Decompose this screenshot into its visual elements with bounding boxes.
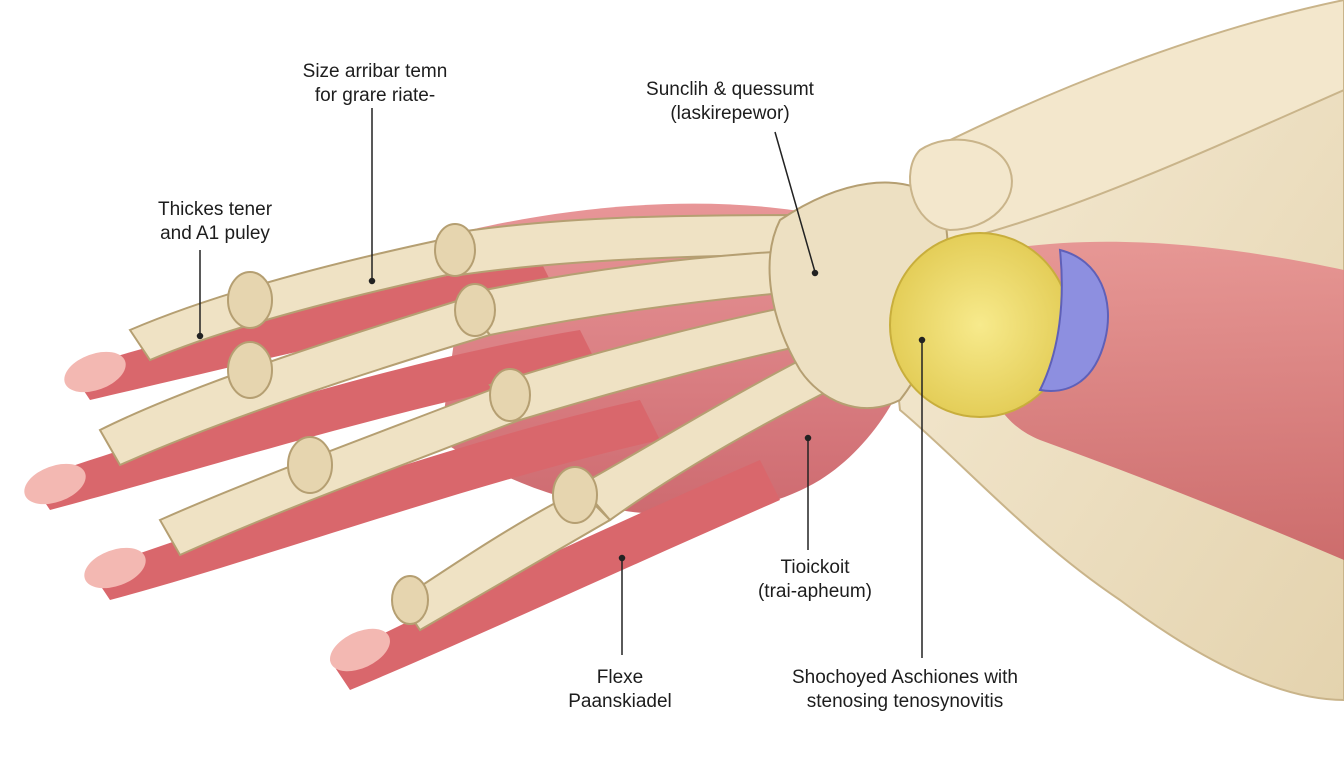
finger-bones (98, 213, 842, 632)
label-trapezium-line1: Tioickoit (780, 557, 850, 578)
label-flexor-line1: Flexe (596, 667, 644, 688)
label-abductor-line2: stenosing tenosynovitis (806, 691, 1004, 712)
label-thickened-tendon-line2: and A1 puley (160, 223, 270, 244)
label-flexor: Flexe Paanskiadel (540, 666, 700, 714)
label-thickened-tendon-line1: Thickes tener (157, 199, 273, 220)
finger-muscle-3 (90, 400, 660, 600)
label-size-annular-line1: Size arribar temn (302, 61, 448, 82)
label-thickened-tendon: Thickes tener and A1 puley (130, 198, 300, 246)
label-abductor: Shochoyed Aschiones with stenosing tenos… (765, 666, 1045, 714)
nail-2 (24, 463, 86, 505)
label-sunclih-line1: Sunclih & quessumt (646, 79, 814, 100)
knuckle-joints (227, 223, 598, 625)
label-sunclih: Sunclih & quessumt (laskirepewor) (615, 78, 845, 126)
finger-muscle-2 (30, 330, 600, 510)
nail-1 (64, 351, 126, 393)
finger-muscle-4 (330, 460, 780, 690)
label-flexor-line2: Paanskiadel (568, 691, 672, 712)
label-size-annular: Size arribar temn for grare riate- (285, 60, 465, 108)
label-trapezium-line2: (trai-apheum) (757, 581, 873, 602)
tendon-roll (909, 138, 1013, 232)
leader-lines (196, 108, 926, 658)
retinaculum (1038, 248, 1109, 392)
label-sunclih-line2: (laskirepewor) (670, 103, 790, 124)
finger-muscle-1 (70, 260, 560, 400)
label-abductor-line1: Shochoyed Aschiones with (791, 667, 1019, 688)
nail-4 (330, 628, 390, 672)
label-trapezium: Tioickoit (trai-apheum) (730, 556, 900, 604)
nail-3 (84, 547, 146, 589)
label-size-annular-line2: for grare riate- (314, 85, 436, 106)
